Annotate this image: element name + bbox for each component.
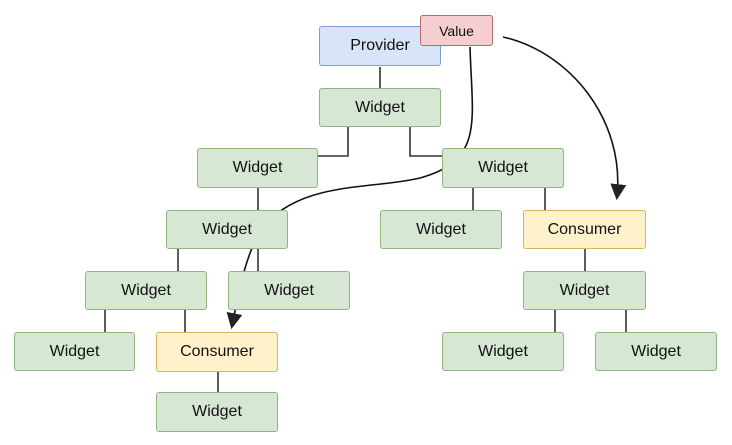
value-flow-arrows [226,36,627,330]
widget-root-label: Widget [355,98,405,116]
widget-bottom-right-leaf-right-label: Widget [631,342,681,360]
value-label: Value [439,22,474,39]
widget-right-child-left-label: Widget [416,220,466,238]
widget-right-consumer-child: Widget [523,271,646,310]
widget-bottom-right-leaf-left-label: Widget [478,342,528,360]
widget-left-branch: Widget [197,148,318,188]
widget-bottom-right-leaf-left: Widget [442,332,564,371]
widget-lower-left-label: Widget [121,281,171,299]
widget-lower-right: Widget [228,271,350,310]
value-node: Value [420,15,493,46]
provider-label: Provider [350,37,410,54]
widget-left-branch-label: Widget [232,159,283,176]
widget-lower-right-label: Widget [264,281,314,299]
widget-consumer-child: Widget [156,392,278,432]
consumer-left: Consumer [156,332,278,372]
consumer-right-label: Consumer [547,220,622,238]
widget-left-child-label: Widget [202,220,252,238]
value-arrow-to-right-consumer [502,36,627,201]
tree-edges [104,67,627,392]
widget-root: Widget [319,88,441,127]
widget-right-branch-label: Widget [478,159,528,176]
widget-right-consumer-child-label: Widget [559,281,610,299]
consumer-right: Consumer [523,210,646,249]
widget-bottom-right-leaf-right: Widget [595,332,717,371]
edge-root-left-branch [318,127,349,157]
widget-right-child-left: Widget [380,210,502,249]
widget-bottom-left-leaf: Widget [14,332,135,371]
value-arrow-to-left-consumer [226,46,474,330]
widget-lower-left: Widget [85,271,207,310]
widget-right-branch: Widget [442,148,564,188]
widget-bottom-left-leaf-label: Widget [49,342,100,360]
widget-left-child: Widget [166,210,288,249]
edge-root-right-branch [409,127,442,157]
consumer-left-label: Consumer [180,343,254,360]
widget-consumer-child-label: Widget [192,403,242,420]
